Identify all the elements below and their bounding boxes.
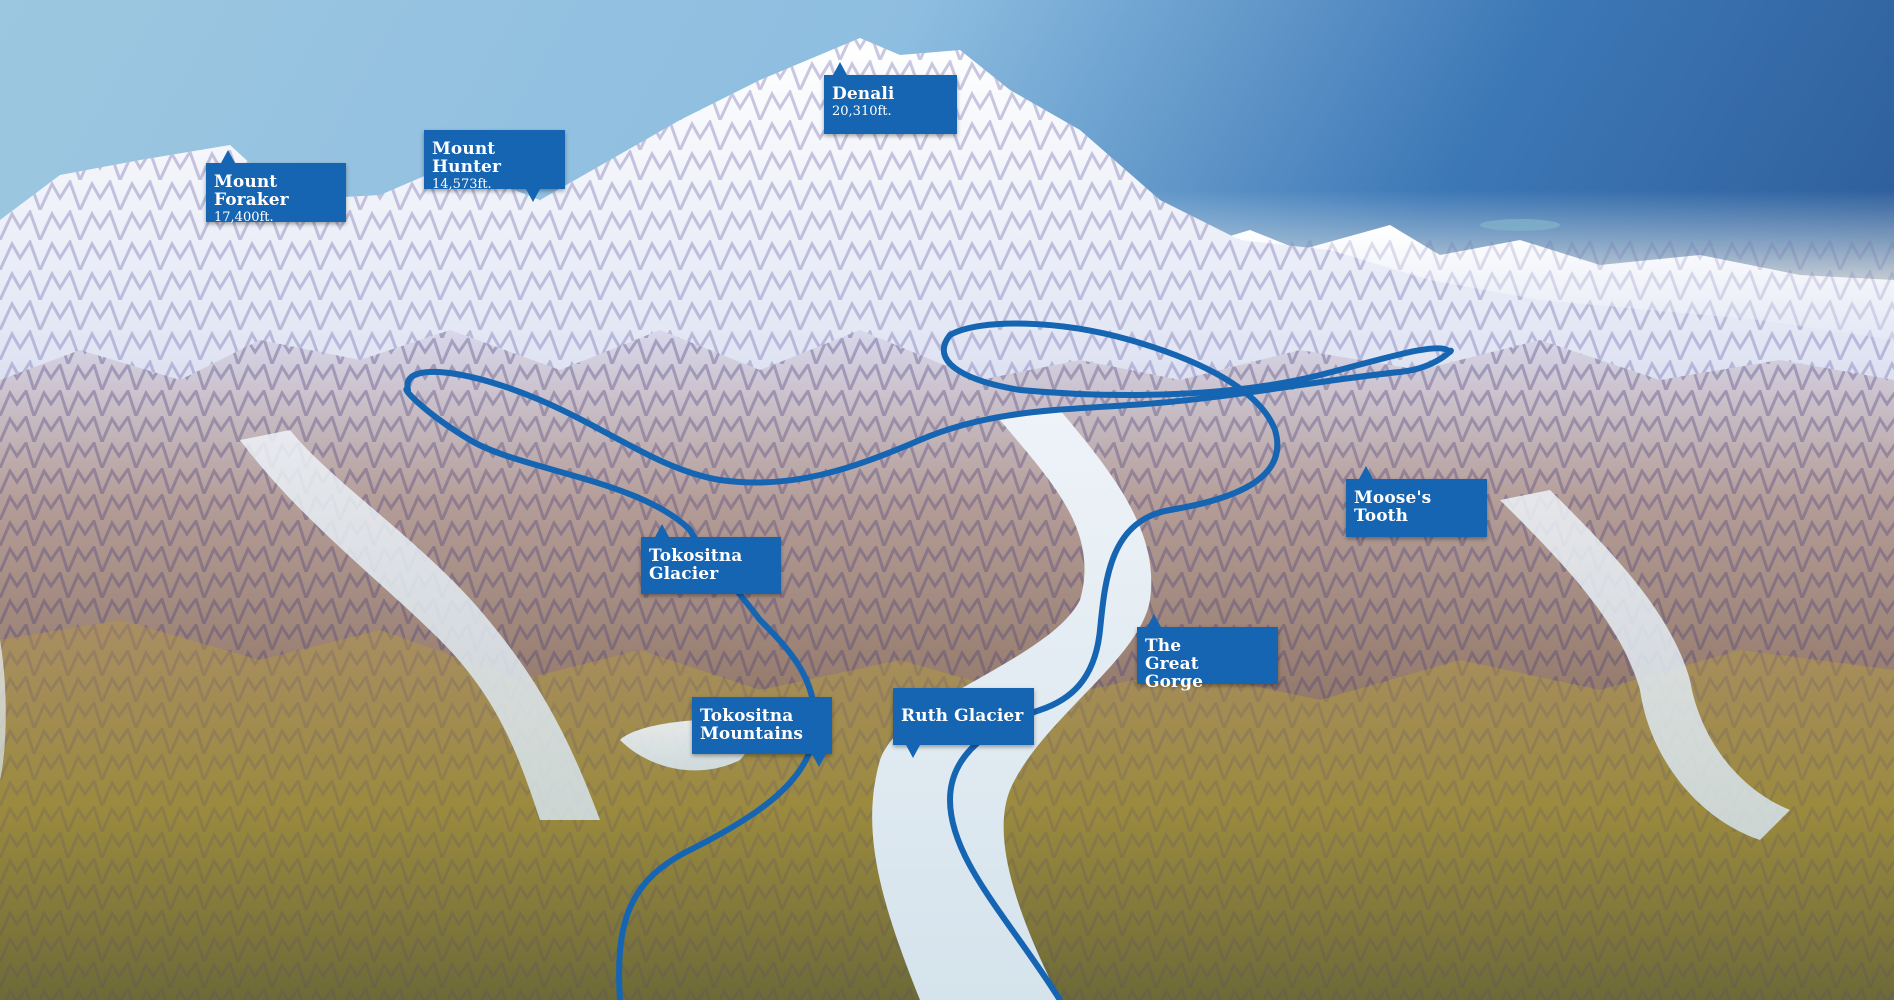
label-tokositna-glacier[interactable]: Tokositna Glacier <box>641 524 781 594</box>
label-denali[interactable]: Denali 20,310ft. <box>824 62 957 134</box>
label-ruth-glacier[interactable]: Ruth Glacier <box>893 688 1034 758</box>
label-name: Tokositna Mountains <box>700 706 804 744</box>
pointer-icon <box>221 150 235 163</box>
label-elevation: 17,400ft. <box>214 210 274 225</box>
pointer-icon <box>906 745 920 758</box>
pointer-icon <box>812 754 826 767</box>
label-elevation: 20,310ft. <box>832 104 892 119</box>
tokositna-glacier-ice <box>240 430 600 820</box>
label-name: Moose's Tooth <box>1354 488 1432 526</box>
label-mount-hunter[interactable]: Mount Hunter 14,573ft. <box>424 130 565 202</box>
label-name: Ruth Glacier <box>901 706 1024 726</box>
pointer-icon <box>1359 466 1373 479</box>
pointer-icon <box>1147 614 1161 627</box>
label-name: The Great Gorge <box>1145 636 1204 692</box>
label-name: Mount Hunter <box>432 139 502 177</box>
label-the-great-gorge[interactable]: The Great Gorge <box>1137 614 1278 691</box>
flight-route <box>403 320 1454 1000</box>
pointer-icon <box>833 62 847 75</box>
label-name: Denali <box>832 84 895 104</box>
label-elevation: 14,573ft. <box>432 177 492 192</box>
pointer-icon <box>655 524 669 537</box>
label-tokositna-mountains[interactable]: Tokositna Mountains <box>692 697 832 767</box>
label-mount-foraker[interactable]: Mount Foraker 17,400ft. <box>206 150 346 225</box>
label-name: Tokositna Glacier <box>649 546 743 584</box>
route-line <box>403 320 1454 1000</box>
label-mooses-tooth[interactable]: Moose's Tooth <box>1346 466 1487 537</box>
pointer-icon <box>526 189 540 202</box>
label-name: Mount Foraker <box>214 172 289 210</box>
